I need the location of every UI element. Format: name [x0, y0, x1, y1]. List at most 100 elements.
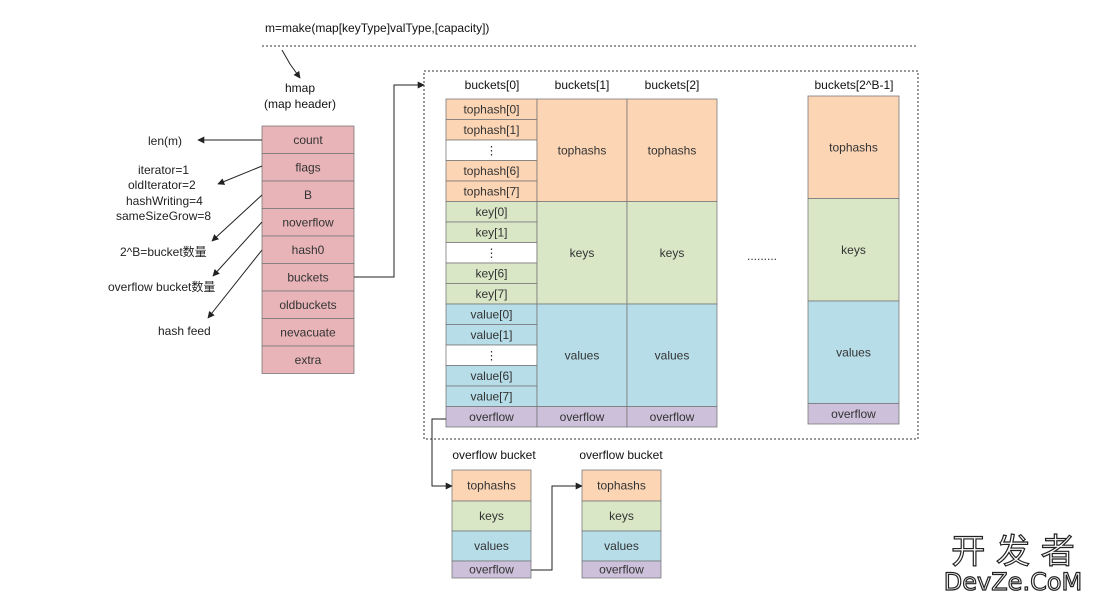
ovf2-overflow-box [581, 560, 662, 579]
bucket-header-last: buckets[2^B-1] [814, 78, 893, 92]
buckets-pointer-arrow [354, 81, 425, 278]
bucket2-keys-box [626, 201, 718, 305]
hmap-field-oldbuckets-label: oldbuckets [279, 298, 336, 312]
bucket-last: tophashs keys values overflow [807, 95, 900, 425]
hmap-field-noverflow-label: noverflow [282, 215, 334, 229]
bucketlast-tophashs-label: tophashs [829, 140, 878, 154]
annotations: len(m) iterator=1 oldIterator=2 hashWrit… [108, 134, 215, 338]
bucketlast-values-label: values [836, 345, 871, 359]
bucket0-tophash-4-label: tophash[7] [463, 184, 519, 198]
buckets-array-container [423, 70, 919, 440]
hmap-field-noverflow-box [261, 208, 355, 237]
bucket2-tophashs-label: tophashs [648, 143, 697, 157]
overflow-pointer-arrow-1 [431, 418, 453, 490]
watermark-chinese: 开 发 者 [951, 532, 1075, 572]
hmap-field-hash0-label: hash0 [292, 243, 325, 257]
bucket1-tophashs-box [536, 98, 628, 202]
bucketlast-keys-label: keys [841, 243, 866, 257]
bucket0-key-3-label: key[6] [475, 266, 507, 280]
bucket2-tophashs-box [626, 98, 718, 202]
bucket-header-0: buckets[0] [465, 78, 520, 92]
flag-samesizegrow: sameSizeGrow=8 [116, 209, 211, 223]
ovf1-tophashs-label: tophashs [467, 479, 516, 493]
flag-hashwriting: hashWriting=4 [126, 194, 203, 208]
bucket2-keys-label: keys [660, 246, 685, 260]
hmap-field-nevacuate-label: nevacuate [280, 325, 336, 339]
bucket1-values-box [536, 303, 628, 407]
bucket2-overflow-box [626, 406, 718, 428]
bucket1-keys-label: keys [570, 246, 595, 260]
overflow-pointer-arrow-2 [531, 482, 583, 571]
bucket0-value-3-label: value[6] [470, 369, 512, 383]
bucket0-key-2-label: ⋮ [486, 246, 498, 260]
ovf2-tophashs-box [581, 469, 662, 502]
annotation-arrows [197, 136, 263, 319]
bucket1-keys-box [536, 201, 628, 305]
overflow-bucket-label-2: overflow bucket [579, 448, 663, 462]
hmap-field-count-label: count [293, 133, 323, 147]
bucket0-key-4-label: key[7] [475, 287, 507, 301]
ovf1-keys-box [451, 500, 532, 532]
bucketlast-overflow-box [807, 403, 900, 425]
bucket0-value-0-label: value[0] [470, 307, 512, 321]
ovf1-values-box [451, 530, 532, 562]
bucket0-tophash-1-label: tophash[1] [463, 123, 519, 137]
ovf2-overflow-label: overflow [599, 563, 644, 577]
bucket1-tophashs-label: tophashs [558, 143, 607, 157]
flag-olditerator: oldIterator=2 [128, 178, 196, 192]
ovf2-keys-box [581, 500, 662, 532]
hmap-field-count-box [261, 125, 355, 154]
hmap-field-extra-label: extra [295, 353, 322, 367]
bucket0-key-1-label: key[1] [475, 225, 507, 239]
hash0-annotation: hash feed [158, 324, 211, 338]
watermark-latin: DevZe.CoM [944, 568, 1082, 596]
ovf1-keys-label: keys [479, 509, 504, 523]
hmap-field-B-label: B [304, 188, 312, 202]
bucket-header-1: buckets[1] [555, 78, 610, 92]
bucketlast-keys-box [807, 198, 900, 302]
ovf1-overflow-label: overflow [469, 563, 514, 577]
hmap-field-oldbuckets-box [261, 290, 355, 319]
bucketlast-tophashs-box [807, 95, 900, 199]
bucket0-tophash-3-label: tophash[6] [463, 164, 519, 178]
flag-iterator: iterator=1 [138, 163, 189, 177]
hmap-field-buckets-box [261, 263, 355, 292]
bucket-header-2: buckets[2] [645, 78, 700, 92]
overflow-bucket-label-1: overflow bucket [452, 448, 536, 462]
b-annotation: 2^B=bucket数量 [120, 244, 207, 259]
hmap-field-buckets-label: buckets [287, 270, 328, 284]
bucket1-overflow-label: overflow [560, 410, 605, 424]
bucketlast-overflow-label: overflow [831, 407, 876, 421]
bucket2-overflow-label: overflow [650, 410, 695, 424]
make-expression-title: m=make(map[keyType]valType,[capacity]) [265, 21, 489, 35]
ovf2-tophashs-label: tophashs [597, 479, 646, 493]
ovf2-values-box [581, 530, 662, 562]
bucket0-value-1-label: value[1] [470, 328, 512, 342]
overflow-bucket-1: tophashs keys values overflow [451, 469, 532, 579]
hmap-field-flags-box [261, 153, 355, 182]
bucket0-tophash-0-label: tophash[0] [463, 102, 519, 116]
noverflow-annotation: overflow bucket数量 [108, 279, 215, 294]
bucket0-value-2-label: ⋮ [486, 348, 498, 362]
buckets-ellipsis: ......... [747, 249, 777, 263]
hmap-field-extra-box [261, 345, 355, 374]
ovf2-values-label: values [604, 539, 639, 553]
bucket2-values-box [626, 303, 718, 407]
ovf2-keys-label: keys [609, 509, 634, 523]
title-to-hmap-arrow [281, 49, 301, 79]
bucket1-values-label: values [565, 348, 600, 362]
bucket-1: tophashs keys values overflow [536, 98, 628, 428]
hmap-field-flags-label: flags [295, 160, 320, 174]
len-annotation: len(m) [148, 134, 182, 148]
hmap-field-hash0-box [261, 235, 355, 264]
overflow-bucket-2: tophashs keys values overflow [581, 469, 662, 579]
bucket0-key-0-label: key[0] [475, 205, 507, 219]
hmap-field-nevacuate-box [261, 318, 355, 347]
bucket0-tophash-2-label: ⋮ [486, 143, 498, 157]
bucket0-value-4-label: value[7] [470, 389, 512, 403]
bucket0-overflow-label: overflow [469, 410, 514, 424]
ovf1-values-label: values [474, 539, 509, 553]
